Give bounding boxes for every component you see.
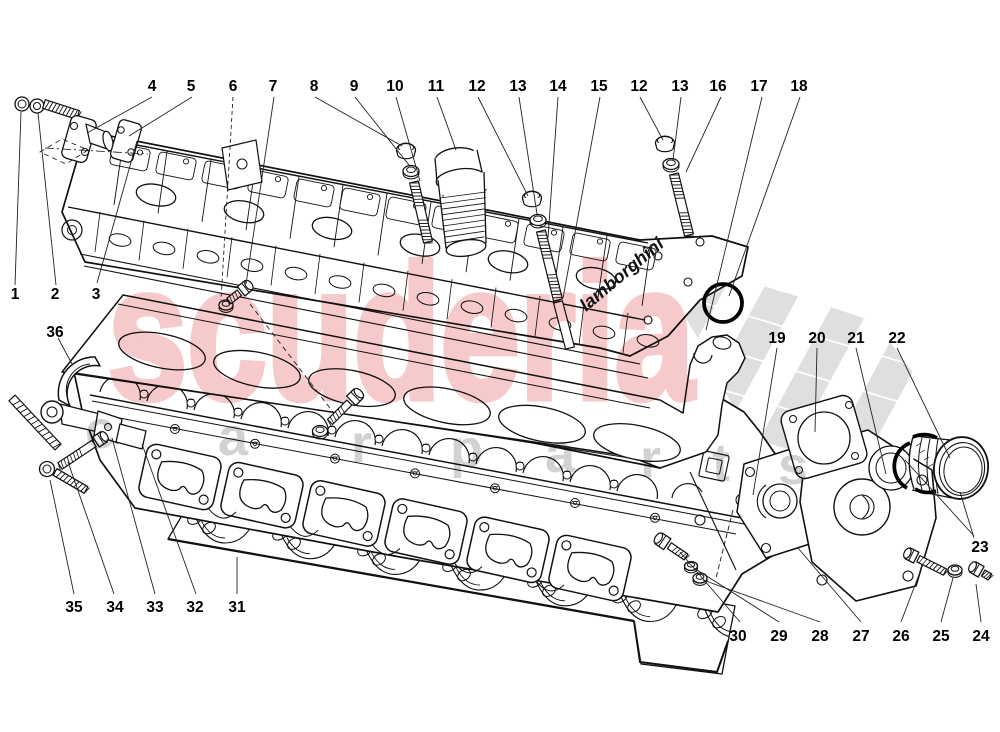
svg-text:19: 19 — [768, 330, 786, 347]
svg-text:25: 25 — [932, 628, 950, 645]
svg-text:1: 1 — [11, 286, 20, 303]
svg-text:15: 15 — [590, 78, 608, 95]
svg-text:17: 17 — [750, 78, 767, 95]
svg-text:29: 29 — [770, 628, 788, 645]
svg-text:35: 35 — [65, 599, 83, 616]
svg-text:13: 13 — [509, 78, 527, 95]
svg-text:8: 8 — [310, 78, 319, 95]
svg-text:27: 27 — [852, 628, 869, 645]
svg-text:p: p — [450, 419, 483, 479]
svg-text:scuderia: scuderia — [108, 227, 695, 439]
svg-text:2: 2 — [51, 286, 60, 303]
svg-text:5: 5 — [187, 78, 196, 95]
svg-text:34: 34 — [106, 599, 124, 616]
svg-text:32: 32 — [186, 599, 203, 616]
svg-text:c: c — [85, 400, 115, 460]
svg-text:10: 10 — [386, 78, 403, 95]
svg-text:7: 7 — [269, 78, 278, 95]
svg-text:12: 12 — [630, 78, 647, 95]
svg-text:33: 33 — [146, 599, 164, 616]
svg-text:s: s — [778, 436, 808, 496]
svg-text:13: 13 — [671, 78, 689, 95]
svg-text:30: 30 — [729, 628, 746, 645]
svg-text:20: 20 — [808, 330, 825, 347]
svg-text:26: 26 — [892, 628, 910, 645]
svg-text:12: 12 — [468, 78, 485, 95]
svg-text:6: 6 — [229, 78, 238, 95]
svg-text:16: 16 — [709, 78, 727, 95]
svg-text:r: r — [640, 429, 661, 489]
svg-text:28: 28 — [811, 628, 829, 645]
svg-text:a: a — [545, 424, 576, 484]
svg-text:18: 18 — [790, 78, 808, 95]
svg-text:4: 4 — [148, 78, 157, 95]
svg-text:14: 14 — [549, 78, 567, 95]
svg-text:a: a — [218, 407, 249, 467]
svg-text:23: 23 — [971, 539, 989, 556]
svg-text:21: 21 — [847, 330, 865, 347]
svg-text:9: 9 — [350, 78, 359, 95]
svg-text:36: 36 — [46, 324, 64, 341]
svg-text:22: 22 — [888, 330, 905, 347]
svg-text:24: 24 — [972, 628, 990, 645]
svg-text:3: 3 — [92, 286, 101, 303]
svg-text:r: r — [351, 414, 372, 474]
svg-text:11: 11 — [428, 78, 445, 95]
svg-text:31: 31 — [228, 599, 246, 616]
svg-text:t: t — [712, 433, 730, 493]
